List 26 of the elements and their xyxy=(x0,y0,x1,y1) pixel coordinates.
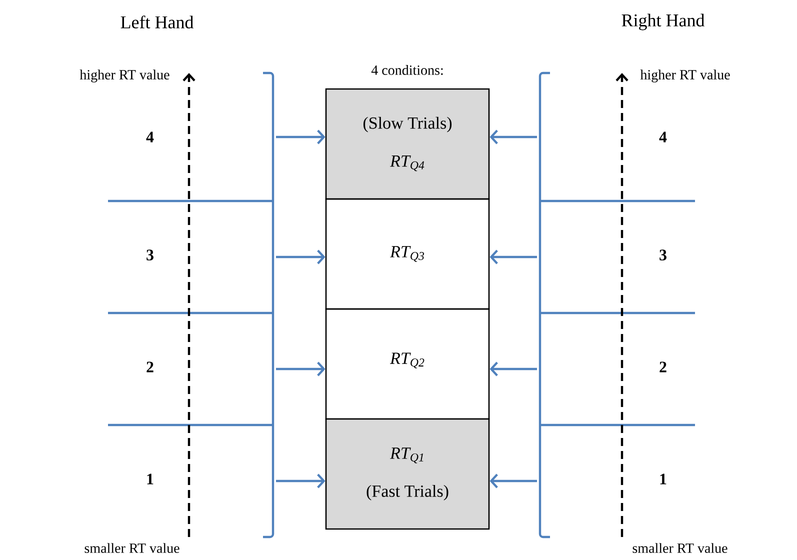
axis-label: smaller RT value xyxy=(84,543,180,553)
quartile-number: 4 xyxy=(146,132,154,142)
quartile-number: 3 xyxy=(146,250,154,260)
quartile-number: 1 xyxy=(147,474,154,484)
arrow xyxy=(276,474,326,488)
arrow xyxy=(276,250,326,264)
arrow xyxy=(276,362,326,376)
heading: Right Hand xyxy=(622,14,705,30)
arrow xyxy=(490,362,537,376)
box-caption: 4 conditions: xyxy=(371,65,443,75)
axis-label: higher RT value xyxy=(640,70,730,82)
arrow xyxy=(490,130,537,144)
arrow xyxy=(276,130,326,144)
axis-label: higher RT value xyxy=(80,70,170,82)
axis-label: smaller RT value xyxy=(632,543,728,553)
condition-box: RT$_{Q1}$ (Fast Trials) xyxy=(325,418,490,530)
arrow xyxy=(490,250,537,264)
quartile-number: 4 xyxy=(659,132,667,142)
condition-box: RT$_{Q3}$ xyxy=(325,198,490,310)
quartile-number: 1 xyxy=(660,474,666,484)
quartile-number: 2 xyxy=(146,362,154,372)
quartile-number: 3 xyxy=(660,250,666,260)
heading: Left Hand xyxy=(120,16,194,28)
quartile-number: 2 xyxy=(660,362,666,372)
condition-box: (Slow Trials) RT$_{Q4}$ xyxy=(325,88,490,200)
arrow xyxy=(490,474,537,488)
